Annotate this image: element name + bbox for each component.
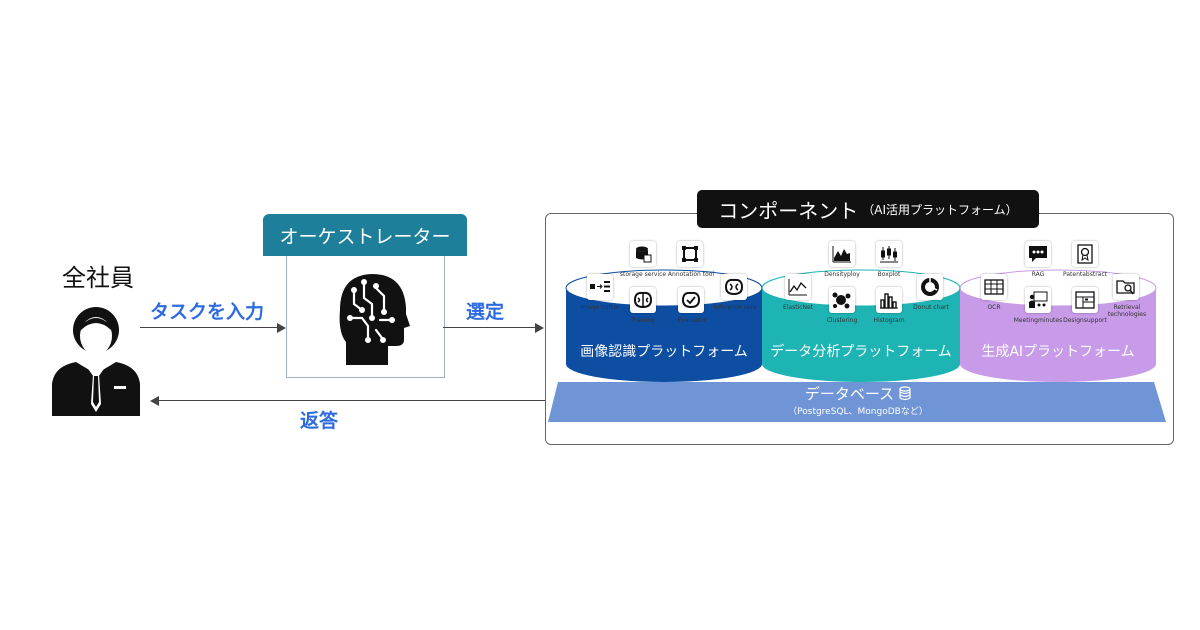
- platform-label-genai: 生成AIプラットフォーム: [981, 344, 1135, 360]
- component-title-sub: （AI活用プラットフォーム）: [862, 202, 1018, 217]
- inference-brain-icon: [721, 274, 747, 300]
- task-input-arrowhead: [277, 323, 286, 333]
- chat-bubble-icon: [1025, 241, 1051, 267]
- clustering-icon: [829, 287, 855, 313]
- database-label: データベース: [804, 385, 895, 403]
- component-title-main: コンポーネント: [718, 198, 859, 223]
- icon-label: Densityploy: [824, 271, 860, 278]
- response-arrowhead: [150, 396, 159, 406]
- task-input-label: タスクを入力: [150, 301, 265, 323]
- icon-label: ElasticNet: [782, 304, 814, 311]
- database-icon: [899, 386, 911, 401]
- cylinder-generative-ai: [959, 269, 1157, 382]
- select-arrowhead: [535, 323, 544, 333]
- database-label-row: データベース （PostgreSQL、MongoDBなど）: [548, 383, 1168, 417]
- training-brain-icon: [630, 287, 656, 313]
- icon-label: Clustering: [826, 317, 858, 324]
- patent-certificate-icon: [1072, 241, 1098, 267]
- histogram-icon: [876, 287, 902, 313]
- platform-label-image: 画像認識プラットフォーム: [580, 344, 748, 360]
- donut-chart-icon: [917, 274, 943, 300]
- response-label: 返答: [300, 410, 339, 432]
- icon-label: Meetingminutes: [1013, 317, 1063, 324]
- icon-label: storage service: [619, 271, 667, 278]
- meeting-icon: [1025, 287, 1051, 313]
- cylinder-data-analysis: [761, 269, 961, 382]
- icon-label: Patentabstract: [1063, 271, 1107, 278]
- cylinder-image-recognition: [565, 269, 763, 382]
- response-arrow: [159, 400, 546, 402]
- ai-brain-head-icon: [339, 274, 410, 365]
- icon-label: Donut chart: [913, 304, 949, 311]
- icon-label: OCR: [987, 304, 1001, 311]
- icon-label: RAG: [1031, 271, 1045, 278]
- component-title: コンポーネント （AI活用プラットフォーム）: [697, 190, 1039, 228]
- annotation-tool-icon: [677, 241, 703, 267]
- retrieval-folder-icon: [1113, 274, 1139, 300]
- icon-label: Image cutter: [580, 304, 620, 311]
- icon-label: Inference serv: [713, 304, 757, 311]
- select-arrow: [443, 327, 536, 329]
- ocr-table-icon: [981, 274, 1007, 300]
- design-support-icon: [1072, 287, 1098, 313]
- icon-label: Training: [631, 317, 655, 324]
- icon-label: Retrieval technologies: [1107, 304, 1147, 318]
- platform-cylinders: [565, 269, 1157, 382]
- icon-label: Annotation tool: [667, 271, 715, 278]
- boxplot-icon: [876, 241, 902, 267]
- platform-label-data: データ分析プラットフォーム: [770, 344, 952, 360]
- database-slab: [548, 382, 1166, 422]
- icon-label: Evaluator: [677, 317, 707, 324]
- storage-service-icon: [630, 241, 656, 267]
- database-sub: （PostgreSQL、MongoDBなど）: [788, 407, 928, 417]
- employee-label: 全社員: [62, 264, 134, 292]
- icon-label: Designsupport: [1063, 317, 1107, 324]
- icon-label: Boxplot: [877, 271, 901, 278]
- task-input-arrow: [140, 327, 278, 329]
- image-cutter-icon: [587, 274, 613, 300]
- elasticnet-icon: [785, 274, 811, 300]
- evaluator-brain-icon: [678, 287, 704, 313]
- icon-label: Histogram: [873, 317, 905, 324]
- businessman-icon: [52, 307, 140, 416]
- density-plot-icon: [829, 241, 855, 267]
- select-label: 選定: [466, 301, 505, 323]
- orchestrator-title: オーケストレーター: [263, 214, 467, 256]
